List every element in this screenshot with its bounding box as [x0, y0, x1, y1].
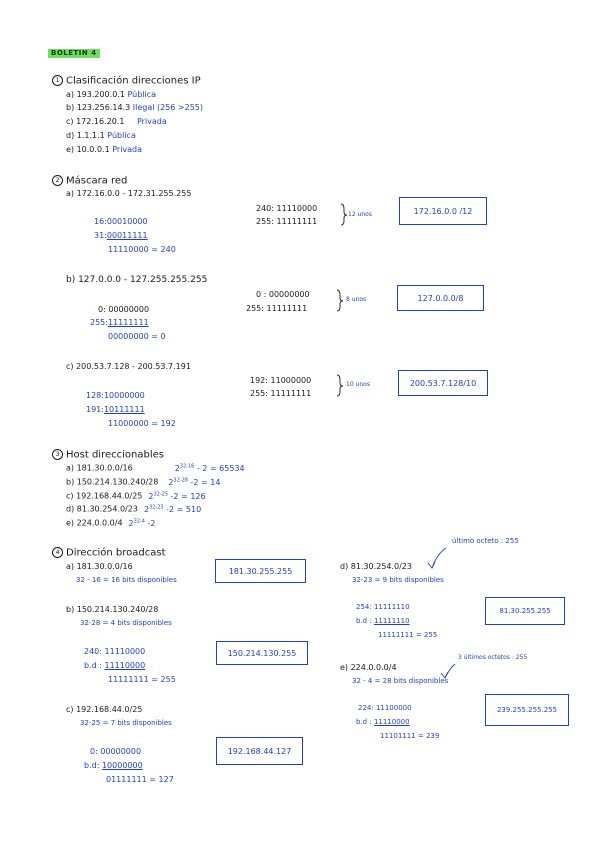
s2a-right1: 240: 11110000 — [256, 204, 318, 213]
section-3-title: Host direccionables — [66, 449, 164, 461]
boletin-tag: BOLETIN 4 — [48, 49, 100, 58]
arrow-d-head — [427, 561, 436, 569]
s2b-right1: 0 : 00000000 — [256, 290, 310, 299]
s4e-sub: 32 - 4 = 28 bits disponibles — [352, 677, 449, 685]
s4b-result-box: 150.214.130.255 — [216, 641, 308, 665]
s4c-result-box: 192.168.44.127 — [216, 737, 303, 765]
s1-item-b: b) 123.256.14.3 Ilegal (256 >255) — [66, 103, 204, 112]
brace-b — [336, 289, 344, 312]
s4d-line2: b.d : 11111110 — [356, 617, 410, 625]
s4b-head: b) 150.214.130.240/28 — [66, 605, 159, 614]
s2a-line3: 11110000 = 240 — [108, 245, 176, 254]
s4b-line3: 11111111 = 255 — [108, 675, 176, 684]
brace-c — [336, 374, 344, 397]
section-1-title: Clasificación direcciones IP — [66, 75, 201, 87]
s2c-line2: 191:10111111 — [86, 405, 145, 414]
section-3-number: 3 — [52, 449, 63, 460]
s2a-note: 12 unos — [348, 211, 372, 218]
s4e-result-box: 239.255.255.255 — [485, 694, 569, 726]
s2a-line2: 31:00011111 — [94, 231, 148, 240]
s1-item-d: d) 1.1.1.1 Pública — [66, 131, 136, 140]
s4e-line1: 224: 11100000 — [358, 704, 412, 712]
s4c-sub: 32-25 = 7 bits disponibles — [80, 719, 172, 727]
s4c-line2: b.d: 10000000 — [84, 761, 143, 770]
arrow-d — [431, 547, 447, 569]
s2a-head: a) 172.16.0.0 - 172.31.255.255 — [66, 189, 192, 198]
s2c-note: 10 unos — [346, 381, 370, 388]
s4c-line1: 0: 00000000 — [90, 747, 142, 756]
s4d-sub: 32-23 = 9 bits disponibles — [352, 576, 444, 584]
s2a-line1: 16:00010000 — [94, 217, 148, 226]
s4c-head: c) 192.168.44.0/25 — [66, 705, 143, 714]
s2a-right2: 255: 11111111 — [256, 217, 318, 226]
brace-a — [340, 203, 348, 226]
s2b-result-box: 127.0.0.0/8 — [397, 285, 484, 311]
s2b-line1: 0: 00000000 — [98, 305, 150, 314]
section-2-title: Máscara red — [66, 175, 128, 187]
s2c-result-box: 200.53.7.128/10 — [398, 370, 488, 396]
s4b-line1: 240: 11110000 — [84, 647, 146, 656]
s2b-note: 8 unos — [346, 296, 367, 303]
s4d-head: d) 81.30.254.0/23 — [340, 562, 412, 571]
s4d-line1: 254: 11111110 — [356, 603, 410, 611]
s2b-right2: 255: 11111111 — [246, 304, 308, 313]
s4e-note: 3 últimos octetos : 255 — [458, 654, 528, 661]
s4e-line2: b.d : 11110000 — [356, 718, 410, 726]
s4b-line2: b.d : 11110000 — [84, 661, 146, 670]
section-1-number: 1 — [52, 75, 63, 86]
section-4-title: Dirección broadcast — [66, 547, 166, 559]
s4a-head: a) 181.30.0.0/16 — [66, 562, 133, 571]
section-2-number: 2 — [52, 175, 63, 186]
s4b-sub: 32-28 = 4 bits disponibles — [80, 619, 172, 627]
s4d-result-box: 81.30.255.255 — [485, 597, 565, 625]
s2c-head: c) 200.53.7.128 - 200.53.7.191 — [66, 362, 191, 371]
s2b-line2: 255:11111111 — [90, 318, 149, 327]
s4d-line3: 11111111 = 255 — [378, 631, 438, 639]
s2a-result-box: 172.16.0.0 /12 — [399, 197, 487, 225]
s4d-note: último octeto : 255 — [452, 537, 519, 545]
s1-item-c: c) 172.16.20.1 Privada — [66, 117, 167, 126]
s4c-line3: 01111111 = 127 — [106, 775, 174, 784]
s4a-sub: 32 - 16 = 16 bits disponibles — [76, 576, 177, 584]
s2c-line3: 11000000 = 192 — [108, 419, 176, 428]
arrow-e-head — [440, 671, 449, 679]
s1-item-a: a) 193.200.0.1 Pública — [66, 90, 157, 99]
s4a-result-box: 181.30.255.255 — [215, 559, 306, 583]
s4e-head: e) 224.0.0.0/4 — [340, 663, 397, 672]
section-4-number: 4 — [52, 547, 63, 558]
s2c-line1: 128:10000000 — [86, 391, 145, 400]
s2c-right2: 255: 11111111 — [250, 389, 312, 398]
s2b-line3: 00000000 = 0 — [108, 332, 166, 341]
s4e-line3: 11101111 = 239 — [380, 732, 440, 740]
s2b-head: b) 127.0.0.0 - 127.255.255.255 — [66, 275, 208, 285]
s2c-right1: 192: 11000000 — [250, 376, 312, 385]
s1-item-e: e) 10.0.0.1 Privada — [66, 145, 143, 154]
